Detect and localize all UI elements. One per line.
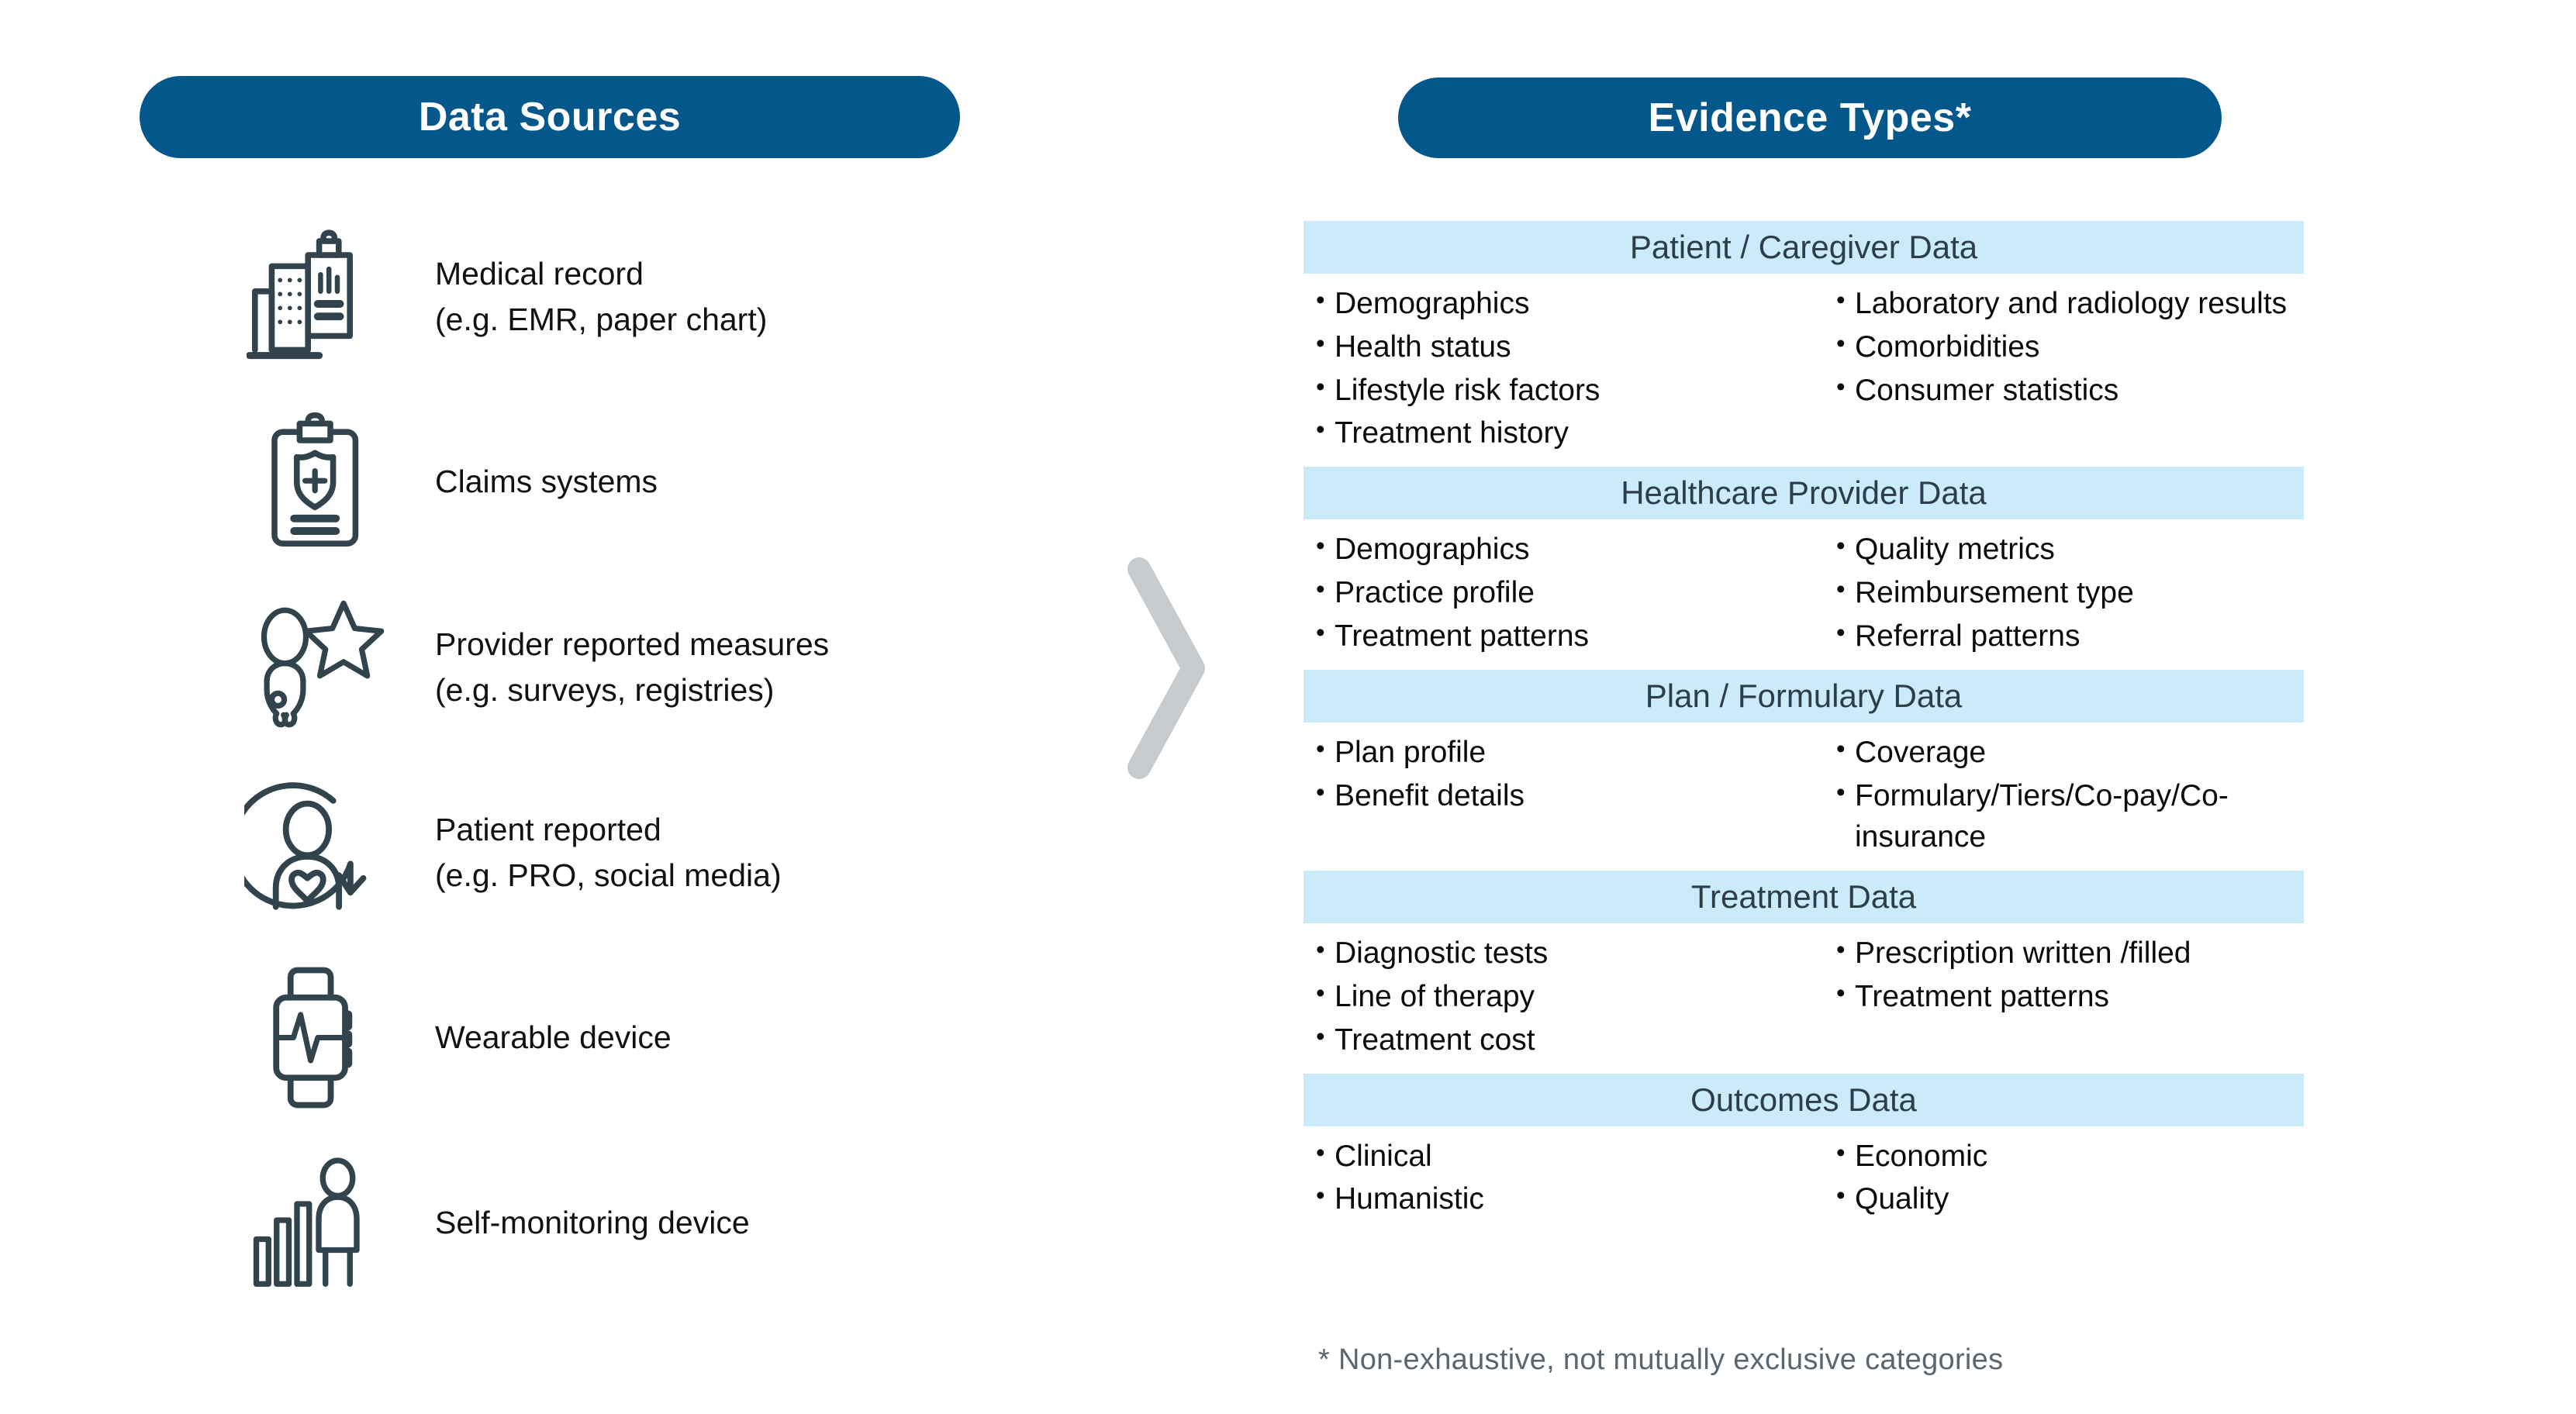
bullet-item: Economic xyxy=(1836,1135,2304,1178)
data-source-row: Claims systems xyxy=(233,402,1101,561)
data-source-label: Provider reported measures (e.g. surveys… xyxy=(435,626,830,708)
section-column-left: Plan profile Benefit details xyxy=(1304,731,1804,860)
section-header-healthcare-provider-data: Healthcare Provider Data xyxy=(1304,467,2304,520)
bullet-item: Demographics xyxy=(1316,282,1804,325)
data-source-label: Medical record (e.g. EMR, paper chart) xyxy=(435,256,768,337)
section-body-outcomes-data: Clinical Humanistic Economic Quality xyxy=(1304,1126,2304,1233)
data-source-label: Patient reported (e.g. PRO, social media… xyxy=(435,812,782,893)
bullet-item: Prescription written /filled xyxy=(1836,932,2304,974)
bullet-item: Health status xyxy=(1316,326,1804,368)
data-sources-header-pill: Data Sources xyxy=(140,76,960,158)
section-title: Plan / Formulary Data xyxy=(1645,677,1963,714)
chevron-right-icon xyxy=(1122,552,1215,785)
section-body-plan-formulary-data: Plan profile Benefit details Coverage Fo… xyxy=(1304,723,2304,871)
section-column-left: Demographics Health status Lifestyle ris… xyxy=(1304,282,1804,456)
bullet-item: Reimbursement type xyxy=(1836,571,2304,614)
footnote-text: * Non-exhaustive, not mutually exclusive… xyxy=(1318,1343,2004,1376)
section-header-outcomes-data: Outcomes Data xyxy=(1304,1073,2304,1126)
data-source-row: Medical record (e.g. EMR, paper chart) xyxy=(233,217,1101,376)
data-source-row: Wearable device xyxy=(233,958,1101,1117)
bullet-item: Treatment cost xyxy=(1316,1019,1804,1061)
section-column-right: Quality metrics Reimbursement type Refer… xyxy=(1804,528,2304,658)
bullet-item: Practice profile xyxy=(1316,571,1804,614)
section-column-left: Diagnostic tests Line of therapy Treatme… xyxy=(1304,932,1804,1062)
data-sources-header-label: Data Sources xyxy=(418,95,682,140)
section-body-healthcare-provider-data: Demographics Practice profile Treatment … xyxy=(1304,519,2304,669)
section-title: Healthcare Provider Data xyxy=(1621,474,1987,512)
data-source-label: Wearable device xyxy=(435,1019,672,1056)
section-column-right: Laboratory and radiology results Comorbi… xyxy=(1804,282,2304,456)
bullet-item: Diagnostic tests xyxy=(1316,932,1804,974)
evidence-types-panel: Patient / Caregiver Data Demographics He… xyxy=(1304,221,2304,1233)
section-header-treatment-data: Treatment Data xyxy=(1304,871,2304,924)
bullet-item: Line of therapy xyxy=(1316,975,1804,1018)
smartwatch-heartbeat-icon xyxy=(233,964,399,1112)
bullet-item: Demographics xyxy=(1316,528,1804,571)
data-source-row: Patient reported (e.g. PRO, social media… xyxy=(233,773,1101,932)
bullet-item: Quality xyxy=(1836,1178,2304,1220)
bullet-item: Treatment history xyxy=(1316,412,1804,454)
section-column-right: Economic Quality xyxy=(1804,1135,2304,1223)
section-column-right: Coverage Formulary/Tiers/Co-pay/Co-insur… xyxy=(1804,731,2304,860)
bullet-item: Quality metrics xyxy=(1836,528,2304,571)
clipboard-shield-claims-icon xyxy=(233,409,399,556)
person-bar-chart-icon xyxy=(233,1150,399,1297)
bullet-item: Laboratory and radiology results xyxy=(1836,282,2304,325)
section-title: Outcomes Data xyxy=(1690,1081,1917,1118)
evidence-types-header-pill: Evidence Types* xyxy=(1398,78,2222,158)
bullet-item: Lifestyle risk factors xyxy=(1316,369,1804,412)
bullet-item: Referral patterns xyxy=(1836,615,2304,657)
bullet-item: Benefit details xyxy=(1316,774,1804,817)
section-column-right: Prescription written /filled Treatment p… xyxy=(1804,932,2304,1062)
bullet-item: Humanistic xyxy=(1316,1178,1804,1220)
bullet-item: Formulary/Tiers/Co-pay/Co-insurance xyxy=(1836,774,2304,859)
data-source-row: Self-monitoring device xyxy=(233,1143,1101,1302)
data-source-label: Self-monitoring device xyxy=(435,1205,750,1241)
section-body-treatment-data: Diagnostic tests Line of therapy Treatme… xyxy=(1304,923,2304,1073)
evidence-types-header-label: Evidence Types* xyxy=(1648,95,1972,140)
section-column-left: Clinical Humanistic xyxy=(1304,1135,1804,1223)
bullet-item: Treatment patterns xyxy=(1836,975,2304,1018)
section-title: Patient / Caregiver Data xyxy=(1629,229,1978,265)
bullet-item: Clinical xyxy=(1316,1135,1804,1178)
data-source-row: Provider reported measures (e.g. surveys… xyxy=(233,588,1101,747)
bullet-item: Coverage xyxy=(1836,731,2304,774)
doctor-star-rating-icon xyxy=(233,594,399,741)
section-header-patient-caregiver-data: Patient / Caregiver Data xyxy=(1304,221,2304,274)
bullet-item: Consumer statistics xyxy=(1836,369,2304,412)
data-source-label: Claims systems xyxy=(435,464,658,500)
hospital-medical-record-icon xyxy=(233,223,399,371)
patient-heart-feedback-icon xyxy=(233,779,399,926)
section-header-plan-formulary-data: Plan / Formulary Data xyxy=(1304,669,2304,723)
data-sources-list: Medical record (e.g. EMR, paper chart) C… xyxy=(233,217,1101,1329)
bullet-item: Treatment patterns xyxy=(1316,615,1804,657)
bullet-item: Plan profile xyxy=(1316,731,1804,774)
section-column-left: Demographics Practice profile Treatment … xyxy=(1304,528,1804,658)
bullet-item: Comorbidities xyxy=(1836,326,2304,368)
section-body-patient-caregiver-data: Demographics Health status Lifestyle ris… xyxy=(1304,274,2304,467)
section-title: Treatment Data xyxy=(1690,878,1917,916)
